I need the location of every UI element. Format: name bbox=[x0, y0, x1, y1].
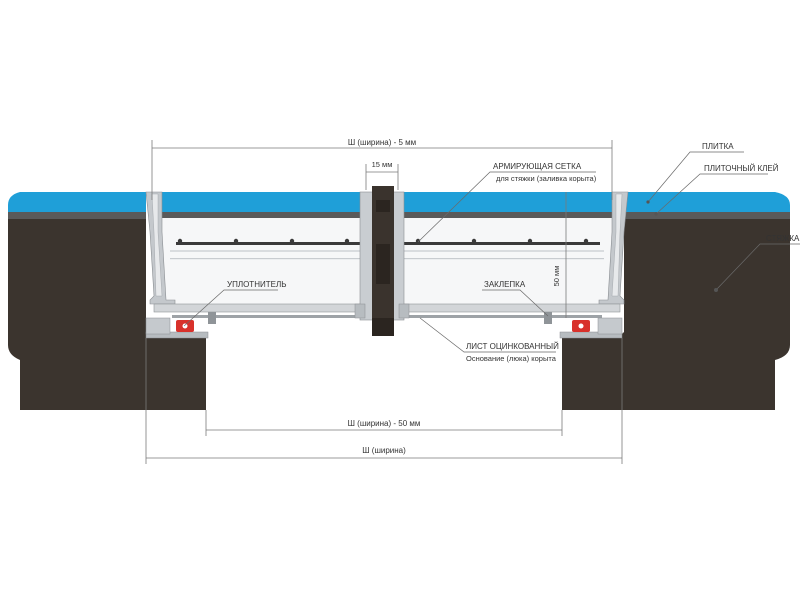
label-tile: ПЛИТКА bbox=[646, 142, 744, 204]
mesh-dot bbox=[289, 238, 295, 244]
mesh-dot bbox=[471, 238, 477, 244]
mesh-rod-left bbox=[176, 242, 360, 245]
dimension-gap: 15 мм bbox=[365, 160, 399, 190]
right-rivet bbox=[544, 312, 552, 324]
right-screed bbox=[562, 219, 790, 410]
center-profile-flange-left bbox=[354, 303, 366, 319]
left-support bbox=[145, 312, 216, 339]
dim-height-label: 50 мм bbox=[552, 266, 561, 287]
label-screed: СТЯЖКА bbox=[714, 234, 800, 292]
plug-label: ЗАКЛЕПКА bbox=[484, 280, 526, 289]
screed-label: СТЯЖКА bbox=[766, 234, 800, 243]
left-tile-glue bbox=[8, 212, 146, 219]
mesh-dot bbox=[415, 238, 421, 244]
center-profile-slot-1 bbox=[376, 200, 390, 212]
dim-gap-label: 15 мм bbox=[372, 160, 393, 169]
right-tile-glue bbox=[624, 212, 790, 219]
dimension-opening: Ш (ширина) - 50 мм bbox=[205, 410, 563, 436]
right-support-frame bbox=[559, 331, 623, 339]
mesh-dot bbox=[583, 238, 589, 244]
sealant-label: УПЛОТНИТЕЛЬ bbox=[227, 280, 286, 289]
right-support bbox=[544, 312, 623, 339]
right-frame-inner bbox=[611, 193, 623, 297]
dimension-top: Ш (ширина) - 5 мм bbox=[151, 138, 613, 200]
dim-opening-label: Ш (ширина) - 50 мм bbox=[348, 419, 421, 428]
right-seal-hole bbox=[578, 323, 584, 329]
mesh-dot bbox=[177, 238, 183, 244]
center-profile-slot-2 bbox=[376, 244, 390, 284]
left-screed bbox=[8, 219, 206, 410]
mesh-dots bbox=[177, 238, 589, 244]
leader-dot bbox=[654, 212, 658, 216]
left-support-frame bbox=[145, 331, 209, 339]
label-plug: ЗАКЛЕПКА bbox=[482, 280, 549, 317]
center-profile-slot-3 bbox=[372, 318, 394, 336]
label-tile-glue: ПЛИТОЧНЫЙ КЛЕЙ bbox=[654, 164, 779, 216]
label-sealant: УПЛОТНИТЕЛЬ bbox=[183, 280, 286, 327]
mesh-sub-label: для стяжки (заливка корыта) bbox=[496, 174, 597, 183]
tile-label: ПЛИТКА bbox=[702, 142, 734, 151]
left-seal-hole bbox=[182, 323, 188, 329]
dimension-height: 50 мм bbox=[552, 192, 567, 318]
left-frame-inner bbox=[151, 193, 163, 297]
right-support-web bbox=[597, 317, 623, 335]
dim-full-label: Ш (ширина) bbox=[362, 446, 406, 455]
dim-top-label: Ш (ширина) - 5 мм bbox=[348, 138, 416, 147]
left-tile bbox=[8, 192, 146, 212]
mesh-dot bbox=[233, 238, 239, 244]
mesh-dot bbox=[527, 238, 533, 244]
tile-glue-label: ПЛИТОЧНЫЙ КЛЕЙ bbox=[704, 164, 779, 173]
right-tile bbox=[624, 192, 790, 212]
mesh-rod-right bbox=[404, 242, 600, 245]
left-support-web bbox=[145, 317, 171, 335]
mesh-label: АРМИРУЮЩАЯ СЕТКА bbox=[493, 162, 582, 171]
label-sheet: ЛИСТ ОЦИНКОВАННЫЙ Основание (люка) корыт… bbox=[419, 317, 559, 363]
dimension-full: Ш (ширина) bbox=[145, 338, 623, 464]
center-joint-profile bbox=[354, 186, 410, 336]
right-floor bbox=[562, 192, 790, 410]
sheet-label: ЛИСТ ОЦИНКОВАННЫЙ bbox=[466, 342, 559, 351]
leader-dot bbox=[646, 200, 650, 204]
label-mesh: АРМИРУЮЩАЯ СЕТКА для стяжки (заливка кор… bbox=[417, 162, 597, 243]
leader-dot bbox=[714, 288, 718, 292]
left-rivet bbox=[208, 312, 216, 324]
left-floor bbox=[8, 192, 206, 410]
center-profile-flange-right bbox=[398, 303, 410, 319]
mesh-dot bbox=[344, 238, 350, 244]
sheet-sub-label: Основание (люка) корыта bbox=[466, 354, 557, 363]
